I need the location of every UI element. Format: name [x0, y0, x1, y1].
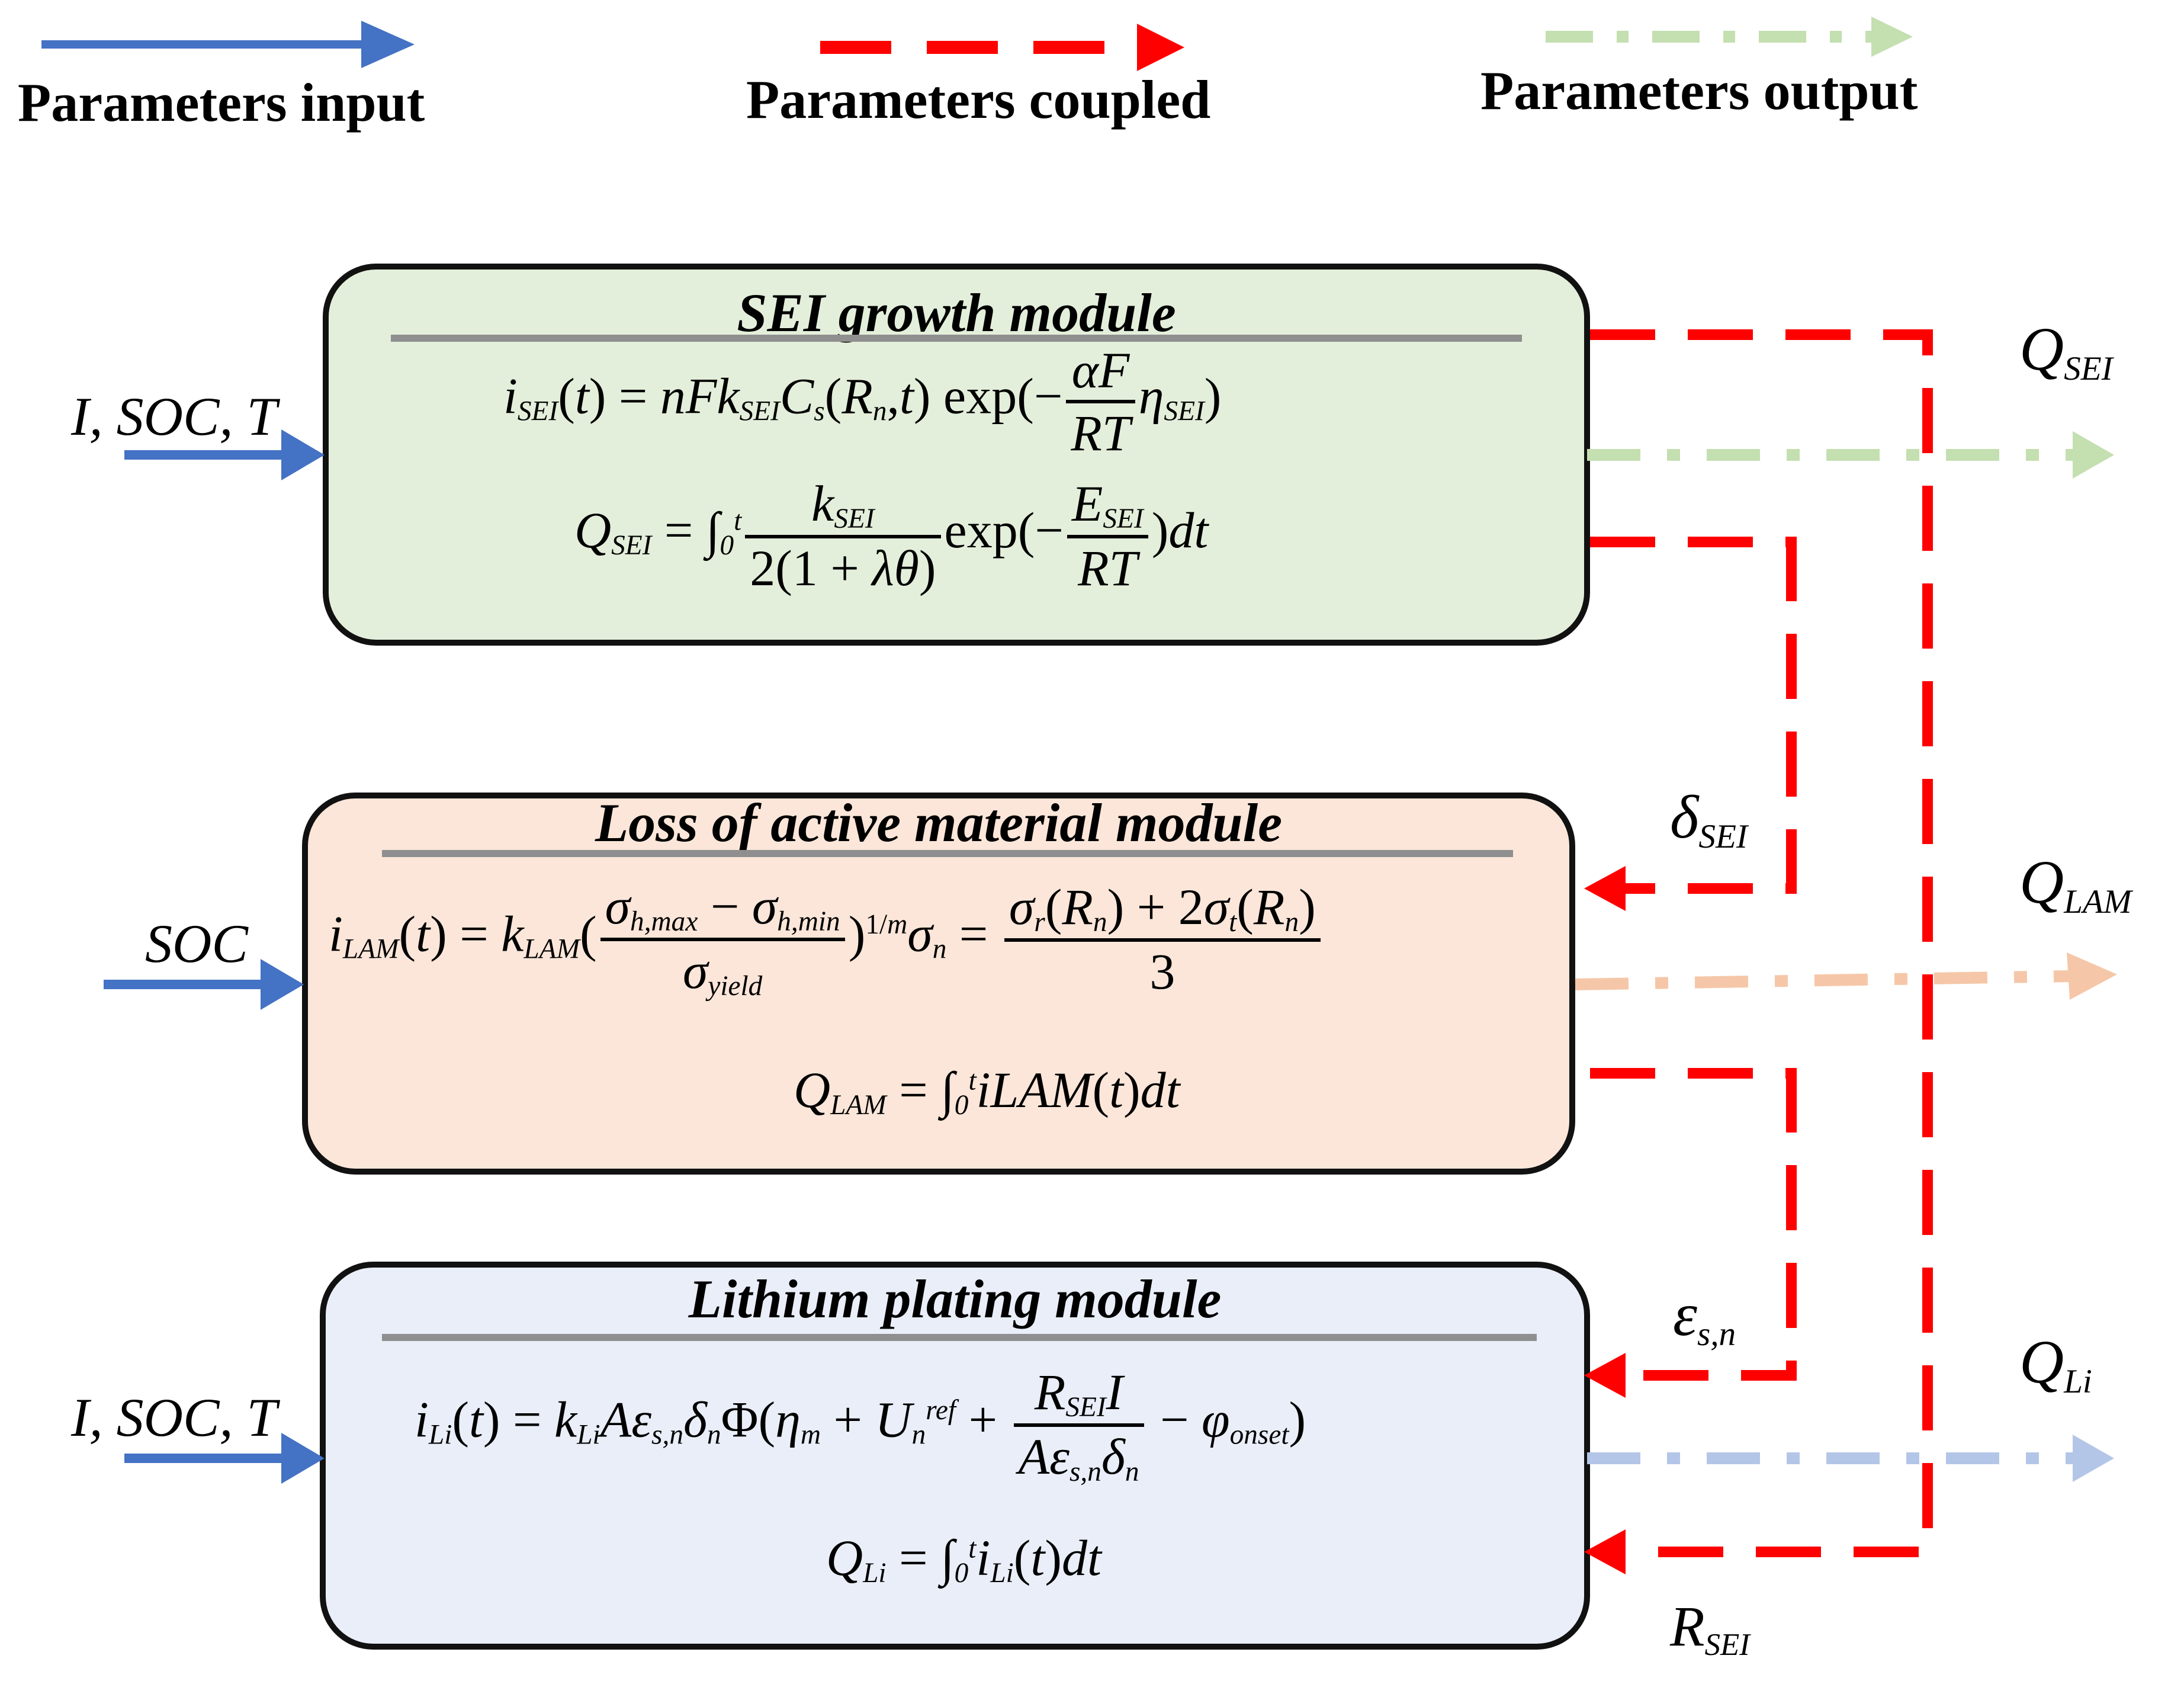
li-module-box: Lithium plating module	[320, 1262, 1590, 1650]
sei-module-divider	[391, 335, 1522, 342]
lam-module-title: Loss of active material module	[595, 793, 1283, 853]
delta-sei-label: δSEI	[1670, 783, 1748, 856]
rsei-label: RSEI	[1670, 1595, 1750, 1662]
li-output-label: QLi	[2019, 1328, 2092, 1401]
lam-capacity-equation: QLAM = ∫0tiLAM(t)dt	[794, 1061, 1180, 1121]
sei-input-label: I, SOC, T	[71, 386, 277, 447]
li-input-label: I, SOC, T	[71, 1387, 277, 1448]
eps-sn-label: εs,n	[1673, 1281, 1736, 1353]
legend-output-arrow	[1546, 17, 1913, 57]
legend-input-label: Parameters input	[18, 72, 425, 133]
lam-input-arrow	[104, 959, 304, 1010]
legend-coupled-arrow	[820, 24, 1184, 71]
sei-output-arrow	[1587, 431, 2114, 479]
legend-coupled-label: Parameters coupled	[746, 69, 1211, 130]
lam-output-arrow	[1575, 952, 2117, 1000]
li-output-arrow	[1587, 1435, 2114, 1482]
lam-module-divider	[382, 850, 1513, 857]
sei-output-label: QSEI	[2019, 315, 2113, 388]
li-module-divider	[382, 1334, 1537, 1341]
sei-module-title: SEI growth module	[737, 283, 1176, 343]
delta-sei-coupling-arrow	[1584, 537, 1797, 911]
li-module-title: Lithium plating module	[688, 1269, 1222, 1329]
li-capacity-equation: QLi = ∫0tiLi(t)dt	[826, 1529, 1101, 1589]
sei-input-arrow	[124, 429, 325, 480]
rsei-coupling-arrow	[1584, 329, 1933, 1574]
lam-module-box: Loss of active material module	[302, 793, 1575, 1175]
lam-input-label: SOC	[145, 913, 248, 974]
eps-sn-coupling-arrow	[1584, 1068, 1797, 1398]
legend-input-arrow	[41, 21, 415, 68]
legend-output-label: Parameters output	[1480, 60, 1918, 121]
li-input-arrow	[124, 1433, 325, 1484]
lam-output-label: QLAM	[2019, 848, 2132, 921]
